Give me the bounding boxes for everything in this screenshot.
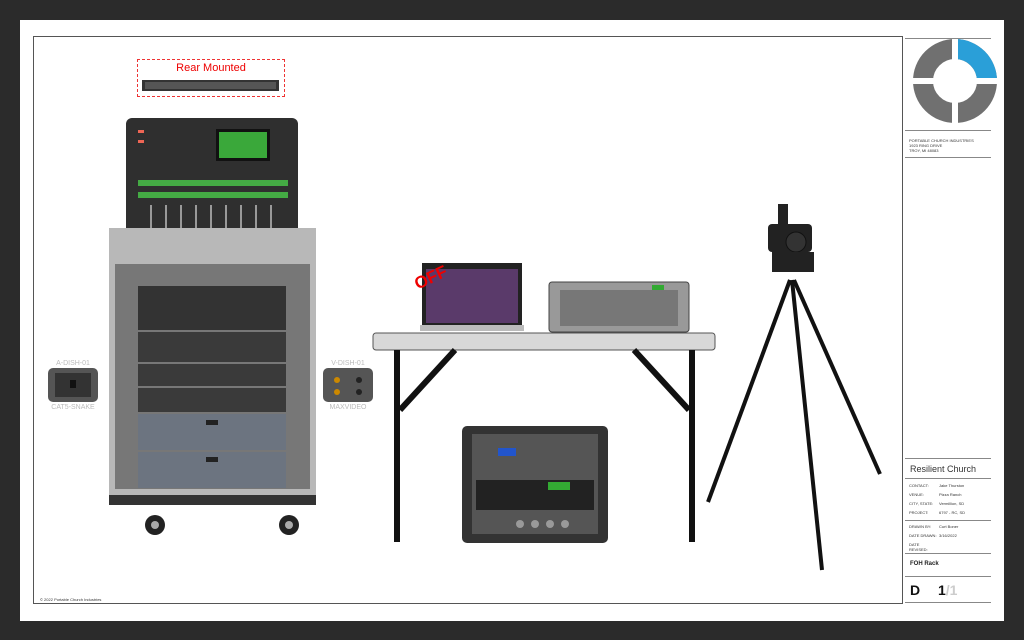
right-panel-bottom-label: MAXVIDEO	[329, 404, 367, 411]
audio-dish-panel	[48, 368, 98, 402]
left-panel-top-label: A-DISH-01	[56, 360, 90, 367]
stage-rack	[462, 426, 608, 543]
page-number: 1	[938, 582, 946, 598]
company-logo	[911, 37, 999, 125]
sheet-size: D	[910, 582, 921, 598]
field-contact: CONTACT:Jake Thurston	[909, 483, 965, 488]
right-panel-top-label: V-DISH-01	[331, 360, 365, 367]
left-panel-bottom-label: CAT5-SNAKE	[51, 404, 95, 411]
field-drawn-by: DRAWN BY:Curt Boner	[909, 524, 959, 529]
video-dish-panel	[323, 368, 373, 402]
field-date-drawn: DATE DRAWN:3/16/2022	[909, 533, 957, 538]
field-city: CITY, STATE:Vermillion, SD	[909, 501, 965, 506]
foh-rack	[109, 228, 316, 535]
field-venue: VENUE:Pizza Ranch	[909, 492, 962, 497]
field-project: PROJECT:6797 - RC, SD	[909, 510, 966, 515]
digital-mixer	[126, 118, 298, 264]
field-date-revised: DATE REVISED:	[909, 542, 928, 552]
equipment-drawing	[48, 37, 999, 571]
drawing-border	[33, 36, 903, 604]
camera-tripod	[706, 204, 882, 571]
table	[372, 332, 716, 542]
company-address-2: TROY, MI 48083	[909, 148, 939, 153]
copyright: © 2022 Portable Church Industries	[40, 597, 102, 602]
sheet-title: FOH Rack	[910, 561, 939, 567]
laptop	[420, 263, 524, 331]
page-total: /1	[945, 582, 958, 598]
lighting-console	[548, 281, 690, 333]
drawing-sheet: Rear Mounted OFF A-DISH-01 CAT5-SNAKE V-…	[20, 20, 1004, 621]
rear-mounted-callout: Rear Mounted	[137, 59, 285, 97]
rear-mounted-label: Rear Mounted	[176, 62, 246, 74]
rear-mounted-unit	[142, 80, 279, 91]
company-name: PORTABLE CHURCH INDUSTRIES	[909, 138, 974, 143]
company-address-1: 1923 RING DRIVE	[909, 143, 943, 148]
client-name: Resilient Church	[910, 464, 977, 474]
